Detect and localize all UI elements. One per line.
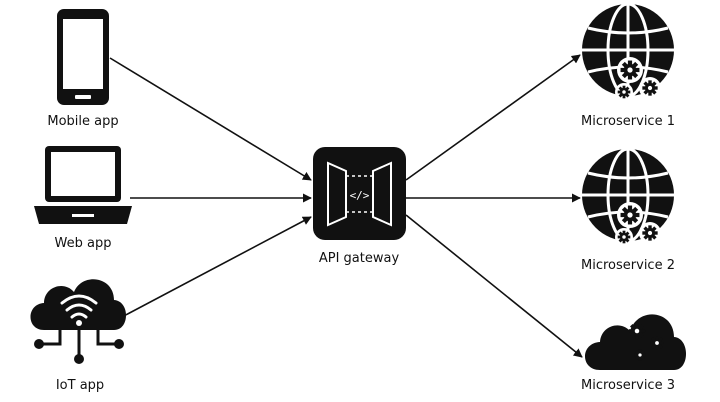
svg-text:</>: </> bbox=[350, 189, 370, 202]
label-microservice-3: Microservice 3 bbox=[581, 378, 675, 393]
api-gateway-icon: </> bbox=[313, 147, 406, 240]
label-iot-app: IoT app bbox=[55, 378, 105, 393]
label-microservice-1: Microservice 1 bbox=[581, 114, 675, 129]
arrow-gateway-to-ms3 bbox=[405, 214, 583, 358]
globe-gears-icon bbox=[582, 147, 674, 246]
label-web-app: Web app bbox=[54, 236, 112, 251]
smartphone-icon bbox=[57, 9, 109, 105]
globe-gears-icon bbox=[582, 2, 674, 101]
arrow-iot-to-gateway bbox=[119, 216, 312, 319]
cloud-gears-icon bbox=[585, 314, 686, 370]
label-microservice-2: Microservice 2 bbox=[581, 258, 675, 273]
label-mobile-app: Mobile app bbox=[47, 114, 119, 129]
connector-arrows bbox=[109, 54, 583, 358]
iot-cloud-wifi-icon bbox=[30, 279, 126, 364]
laptop-icon bbox=[34, 146, 132, 224]
arrow-mobile-to-gateway bbox=[109, 57, 312, 181]
label-api-gateway: API gateway bbox=[318, 251, 400, 266]
arrow-gateway-to-ms1 bbox=[405, 54, 581, 181]
